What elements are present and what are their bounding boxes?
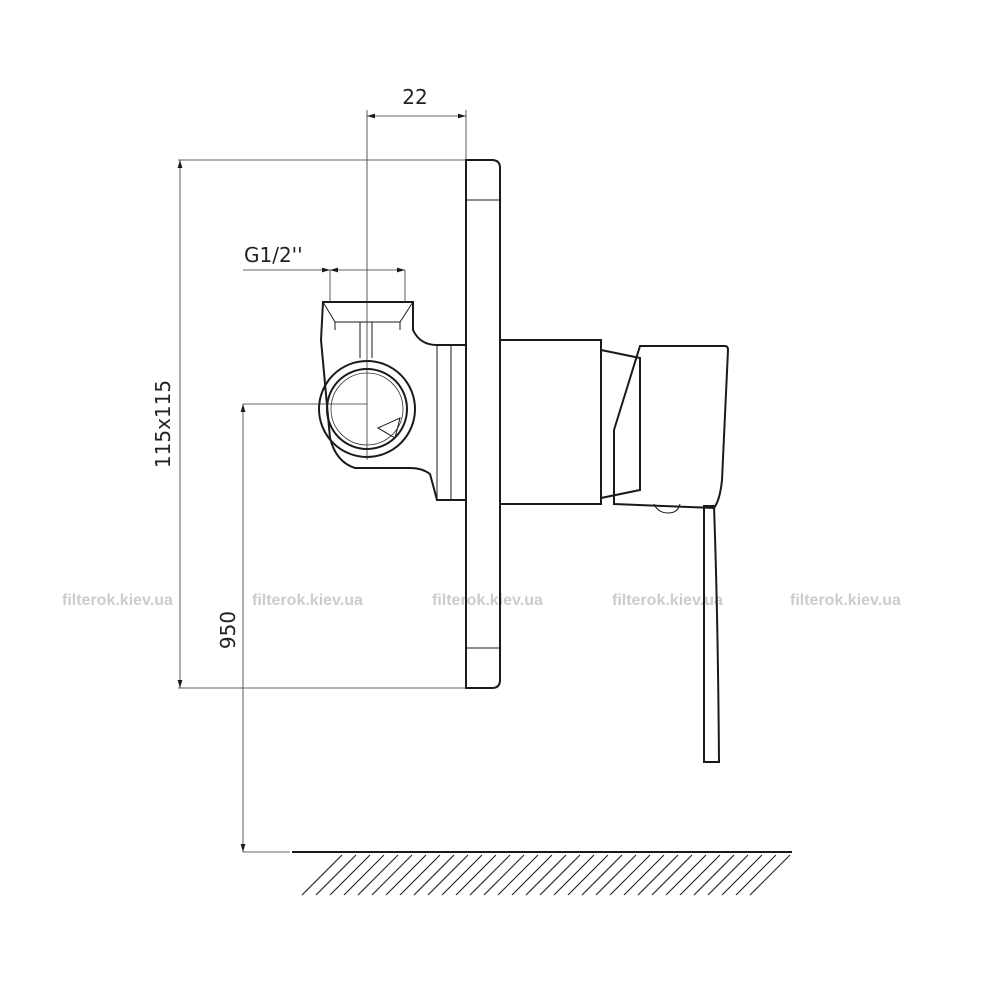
mixer-body [318, 301, 467, 501]
dimension-label-height: 950 [216, 611, 240, 649]
hatch-line [693, 854, 735, 896]
hatch-line [721, 854, 763, 896]
hatch-line [567, 854, 609, 896]
dimension-height: 950 [216, 403, 367, 853]
hatch-line [651, 854, 693, 896]
dimension-label-top-width: 22 [402, 85, 427, 109]
watermarks: filterok.kiev.ua filterok.kiev.ua filter… [62, 592, 901, 609]
hatch-line [371, 854, 413, 896]
watermark-text: filterok.kiev.ua [252, 592, 363, 609]
hatch-line [483, 854, 525, 896]
hatch-line [679, 854, 721, 896]
hatch-line [665, 854, 707, 896]
watermark-text: filterok.kiev.ua [612, 592, 723, 609]
hatch-line [539, 854, 581, 896]
hatch-line [525, 854, 567, 896]
hatch-line [749, 854, 791, 896]
wall-plate [465, 159, 501, 689]
hatch-line [623, 854, 665, 896]
hatch-line [343, 854, 385, 896]
hatch-line [581, 854, 623, 896]
dimension-label-thread: G1/2'' [244, 243, 303, 267]
hatch-line [357, 854, 399, 896]
hatch-line [497, 854, 539, 896]
hatch-line [427, 854, 469, 896]
watermark-text: filterok.kiev.ua [432, 592, 543, 609]
dimension-thread: G1/2'' [243, 243, 406, 302]
hatch-line [553, 854, 595, 896]
hatch-line [399, 854, 441, 896]
dimension-top-width: 22 [366, 85, 467, 460]
floor-hatching [292, 851, 792, 896]
hatch-line [735, 854, 777, 896]
hatch-line [315, 854, 357, 896]
hatch-line [301, 854, 343, 896]
hatch-line [637, 854, 679, 896]
mixer-handle [499, 339, 730, 763]
hatch-line [455, 854, 497, 896]
dimension-label-plate-size: 115x115 [151, 380, 175, 468]
hatch-line [707, 854, 749, 896]
hatch-line [595, 854, 637, 896]
hatch-line [469, 854, 511, 896]
hatch-line [413, 854, 455, 896]
hatch-line [609, 854, 651, 896]
hatch-line [441, 854, 483, 896]
hatch-line [385, 854, 427, 896]
hatch-line [511, 854, 553, 896]
watermark-text: filterok.kiev.ua [62, 592, 173, 609]
dimension-plate-size: 115x115 [151, 159, 466, 689]
watermark-text: filterok.kiev.ua [790, 592, 901, 609]
hatch-line [329, 854, 371, 896]
